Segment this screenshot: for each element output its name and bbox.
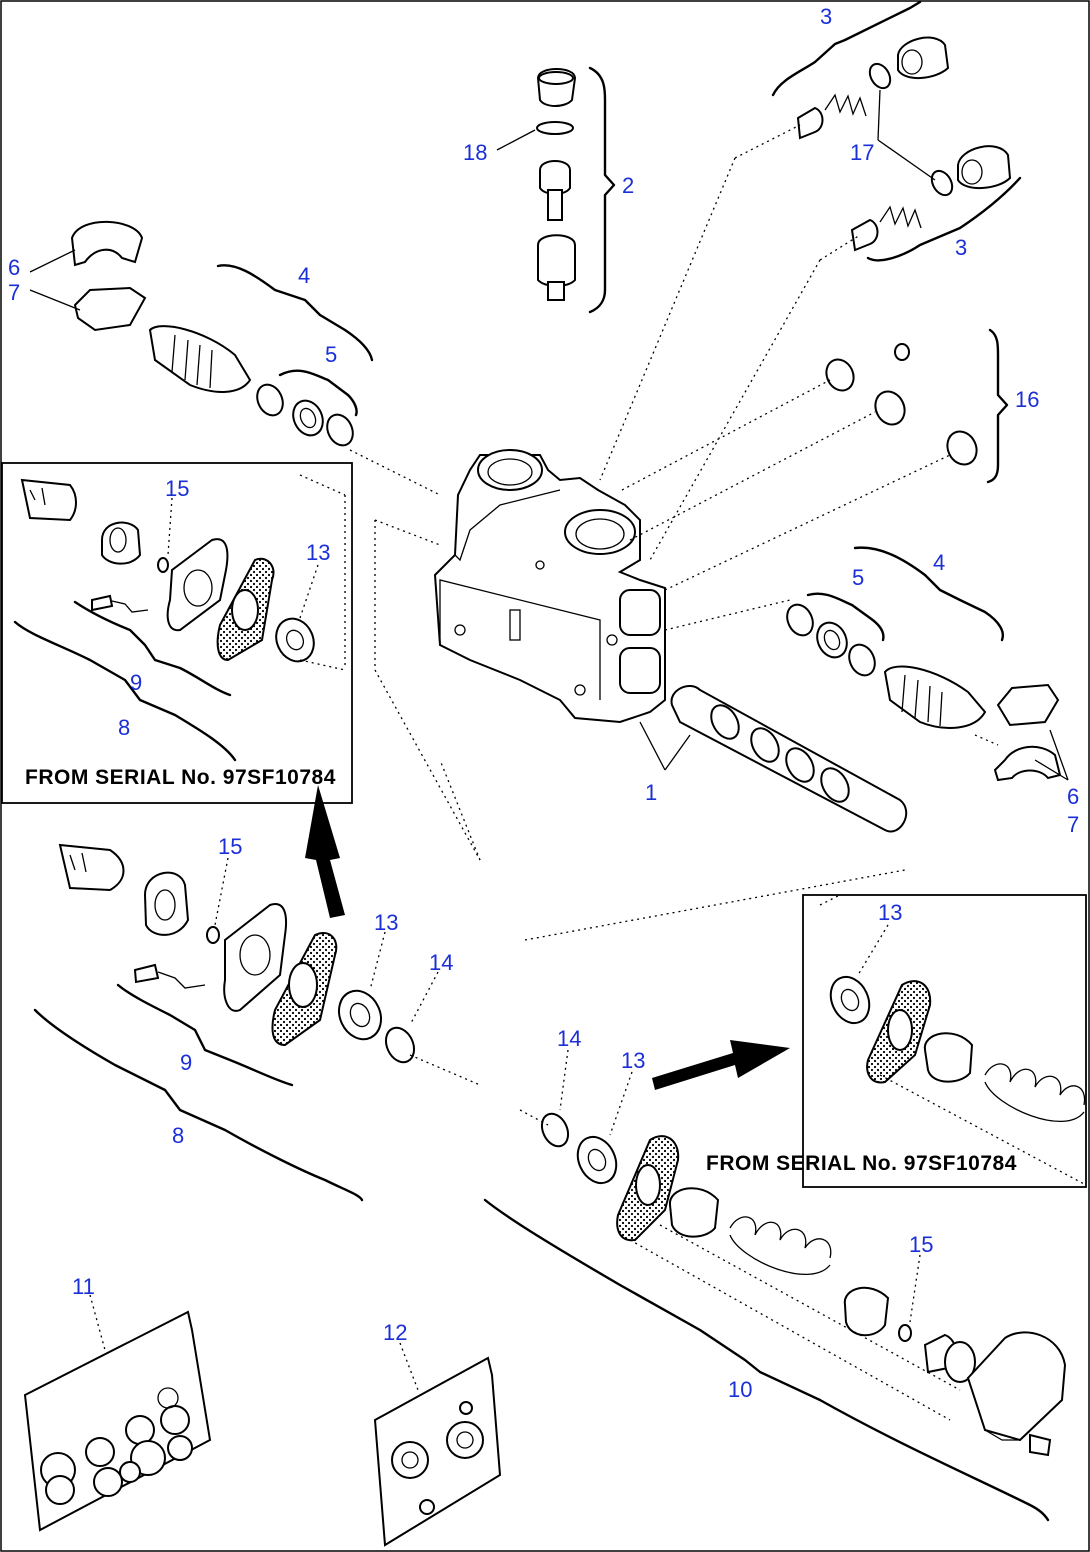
- lower-left-cap-group: [58, 843, 416, 1064]
- callout-13-right: 13: [621, 1048, 645, 1073]
- callout-8: 8: [172, 1123, 184, 1148]
- callout-9: 9: [180, 1050, 192, 1075]
- check-valve-upper: [796, 36, 950, 140]
- left-spool-end: [70, 220, 354, 447]
- callout-15-right: 15: [909, 1232, 933, 1257]
- callout-6-left: 6: [8, 255, 20, 280]
- callout-3-upper: 3: [820, 4, 832, 29]
- callout-14-left: 14: [429, 950, 453, 975]
- callout-5-left: 5: [325, 342, 337, 367]
- callout-1: 1: [645, 780, 657, 805]
- callout-14-right: 14: [557, 1026, 581, 1051]
- lower-right-spring-group: [540, 1112, 1067, 1457]
- valve-body: [433, 449, 666, 724]
- callout-11: 11: [72, 1274, 95, 1299]
- callout-3-lower: 3: [955, 235, 967, 260]
- callout-9-inset: 9: [130, 670, 142, 695]
- seal-kit-package-12: [373, 1356, 502, 1547]
- inset-left-caption: FROM SERIAL No. 97SF10784: [25, 766, 336, 789]
- callout-numbers: 1 2 3 3 4 4 5 5 6 7 6 7 8 8 9 9 10 11 12…: [8, 4, 1079, 1402]
- callout-6-right: 6: [1067, 784, 1079, 809]
- callout-4-left: 4: [298, 263, 310, 288]
- callout-4-right: 4: [933, 550, 945, 575]
- callout-5-right: 5: [852, 565, 864, 590]
- inset-right: [802, 894, 1087, 1188]
- callout-leaders: [29, 89, 1069, 1391]
- callout-18: 18: [463, 140, 487, 165]
- inset-left: [1, 462, 353, 804]
- callout-10: 10: [728, 1377, 752, 1402]
- callout-15-left: 15: [218, 834, 242, 859]
- relief-valve-assembly: [536, 68, 577, 301]
- callout-7-right: 7: [1067, 812, 1079, 837]
- right-spool-end: [786, 603, 1062, 782]
- callout-7-left: 7: [8, 280, 20, 305]
- callout-13-inset-right: 13: [878, 900, 902, 925]
- leader-lines: [299, 124, 1087, 1421]
- callout-8-inset: 8: [118, 715, 130, 740]
- arrows: [305, 785, 790, 1090]
- callout-15-inset: 15: [165, 476, 189, 501]
- inset-right-caption: FROM SERIAL No. 97SF10784: [706, 1152, 1017, 1175]
- callout-17: 17: [850, 140, 874, 165]
- seal-kit: [825, 343, 978, 466]
- grouping-braces: [13, 0, 1050, 1522]
- check-valve-lower: [850, 145, 1012, 252]
- callout-13-inset-left: 13: [306, 540, 330, 565]
- callout-12: 12: [383, 1320, 407, 1345]
- spool: [639, 685, 908, 833]
- callout-13-left: 13: [374, 910, 398, 935]
- callout-2: 2: [622, 173, 634, 198]
- seal-kit-package-11: [23, 1310, 212, 1532]
- callout-16: 16: [1015, 387, 1039, 412]
